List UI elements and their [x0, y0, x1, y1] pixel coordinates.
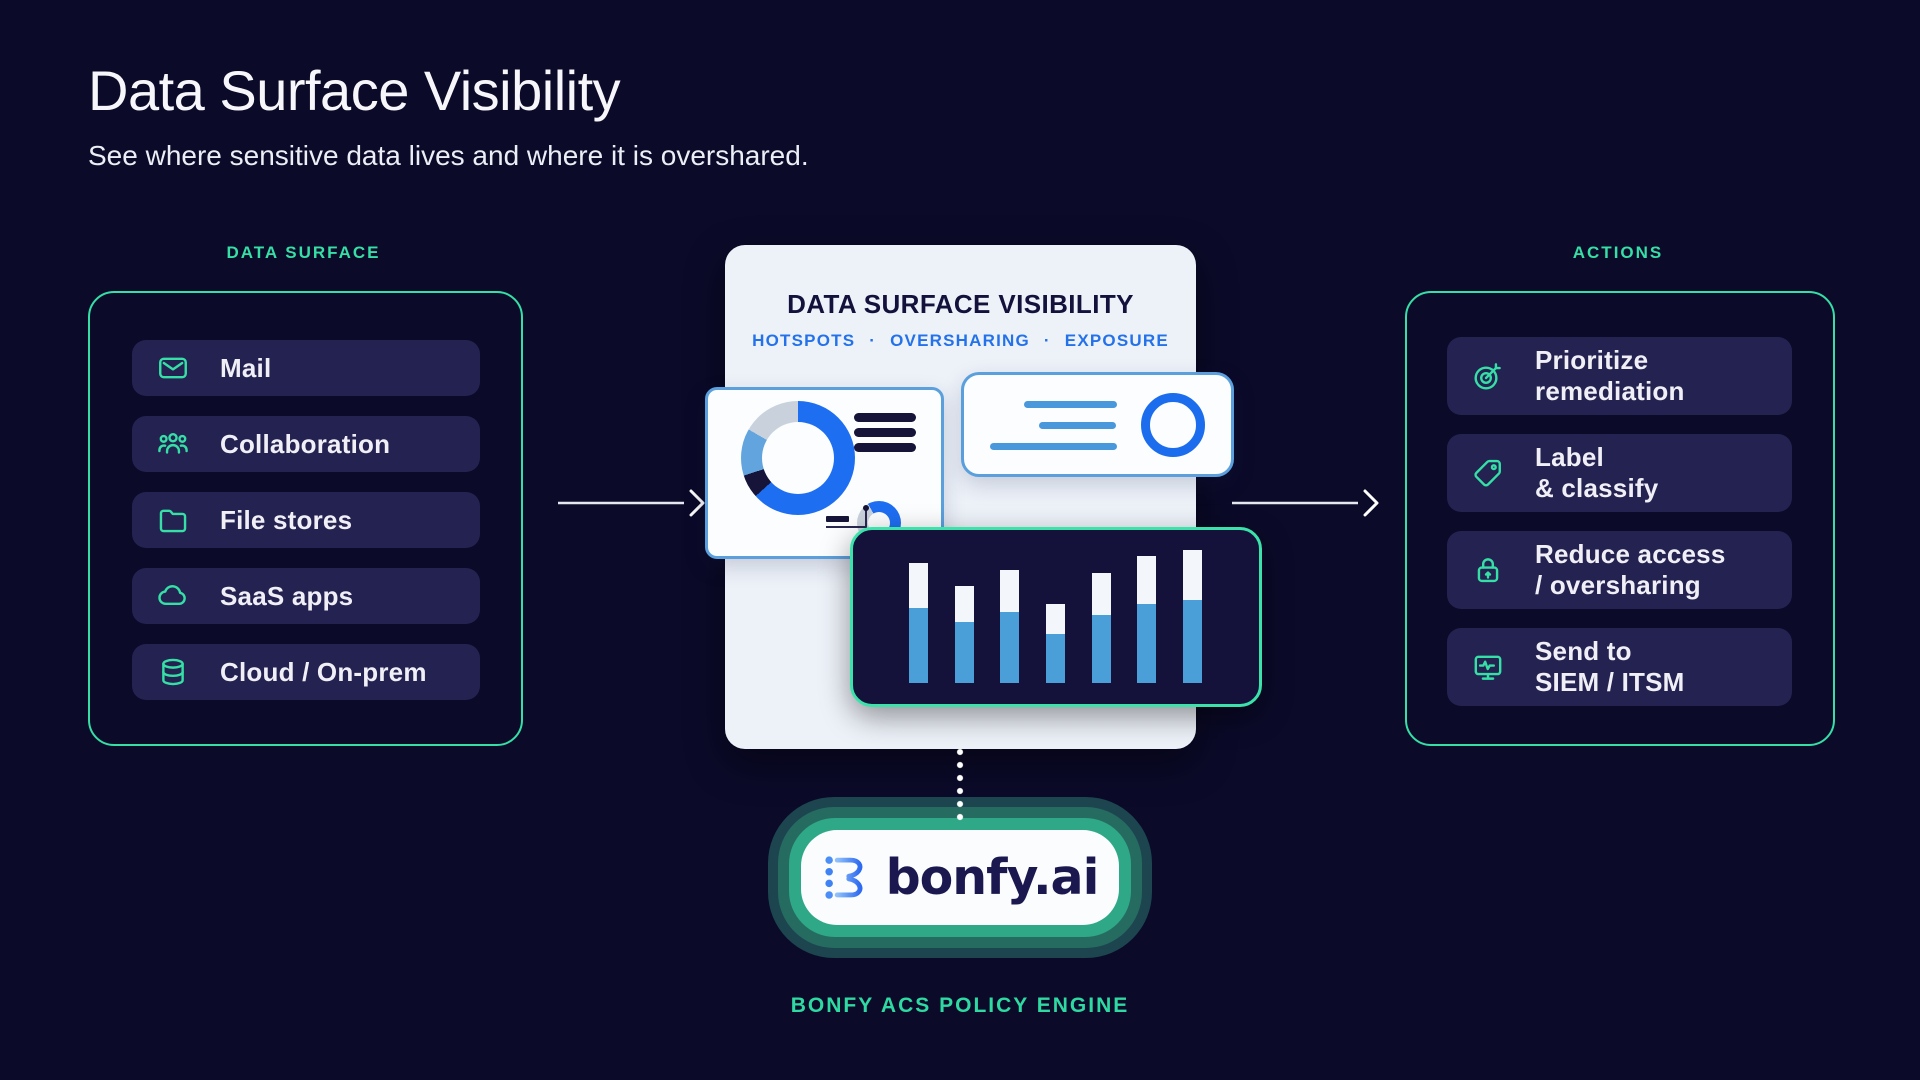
- dashboard-title: DATA SURFACE VISIBILITY: [787, 289, 1134, 319]
- badge-ring-mid: bonfy.ai: [778, 807, 1142, 948]
- actions-header: ACTIONS: [1572, 243, 1664, 262]
- data-surface-item-label: Cloud / On-prem: [220, 656, 427, 687]
- action-item-label: Reduce access / oversharing: [1535, 539, 1726, 600]
- legend-dot: [863, 505, 869, 511]
- target-icon: [1471, 359, 1505, 393]
- legend-line: [826, 526, 867, 528]
- dotted-connector: [955, 748, 965, 824]
- data-surface-item-saas-apps: SaaS apps: [132, 568, 480, 624]
- exposure-ring-icon: [1141, 393, 1205, 457]
- action-item-prioritize-remediation: Prioritize remediation: [1447, 337, 1792, 415]
- data-surface-item-label: Collaboration: [220, 428, 391, 459]
- exposure-bar-fill: [1045, 634, 1065, 683]
- tag-separator: ·: [1043, 331, 1051, 350]
- exposure-bar: [1182, 550, 1202, 683]
- action-item-send-to-siem-itsm: Send to SIEM / ITSM: [1447, 628, 1792, 706]
- tag-icon: [1471, 456, 1505, 490]
- exposure-bar-chart: [909, 548, 1202, 683]
- data-surface-item-collaboration: Collaboration: [132, 416, 480, 472]
- policy-engine-caption: BONFY ACS POLICY ENGINE: [790, 994, 1130, 1017]
- database-icon: [156, 655, 190, 689]
- legend-dash: [826, 516, 849, 522]
- action-item-label: Label & classify: [1535, 442, 1659, 503]
- page-title: Data Surface Visibility: [88, 59, 621, 122]
- mail-icon: [156, 351, 190, 385]
- data-surface-item-label: File stores: [220, 504, 353, 535]
- exposure-bar-fill: [1000, 612, 1020, 683]
- exposure-bar-fill: [1137, 604, 1157, 683]
- exposure-bar-fill: [909, 608, 928, 683]
- bonfy-logo-icon: [824, 855, 862, 899]
- exposure-bar: [1045, 604, 1065, 683]
- action-item-label-classify: Label & classify: [1447, 434, 1792, 512]
- oversharing-line: [990, 443, 1117, 450]
- page-subtitle: See where sensitive data lives and where…: [88, 140, 809, 171]
- exposure-bar-fill: [1091, 615, 1111, 683]
- donut-hole: [762, 422, 834, 494]
- folder-icon: [156, 503, 190, 537]
- data-surface-item-cloud-on-prem: Cloud / On-prem: [132, 644, 480, 700]
- flow-arrow-right: [1232, 489, 1379, 517]
- donut-chart-large: [741, 401, 855, 515]
- data-surface-item-label: SaaS apps: [220, 580, 354, 611]
- bonfy-logo-text: bonfy.ai: [885, 849, 1100, 906]
- exposure-bar-card: [850, 527, 1262, 707]
- lock-icon: [1471, 553, 1505, 587]
- exposure-bar-fill: [1182, 600, 1202, 683]
- dashboard-tag-exposure: EXPOSURE: [1064, 331, 1169, 350]
- text-line: [854, 428, 916, 437]
- badge-ring-inner: bonfy.ai: [789, 818, 1131, 937]
- monitor-icon: [1471, 650, 1505, 684]
- exposure-bar: [1137, 556, 1157, 683]
- dashboard-tag-hotspots: HOTSPOTS: [752, 331, 856, 350]
- text-lines: [854, 413, 916, 452]
- data-surface-item-file-stores: File stores: [132, 492, 480, 548]
- exposure-bar: [909, 563, 928, 683]
- cloud-icon: [156, 579, 190, 613]
- action-item-label: Send to SIEM / ITSM: [1535, 636, 1685, 697]
- exposure-bar-fill: [954, 622, 974, 683]
- tag-separator: ·: [869, 331, 877, 350]
- action-item-label: Prioritize remediation: [1535, 345, 1685, 406]
- oversharing-card: [961, 372, 1234, 477]
- text-line: [854, 413, 916, 422]
- data-surface-item-mail: Mail: [132, 340, 480, 396]
- dashboard-tag-oversharing: OVERSHARING: [890, 331, 1030, 350]
- data-surface-item-label: Mail: [220, 352, 272, 383]
- dashboard-tags: HOTSPOTS · OVERSHARING · EXPOSURE: [725, 331, 1196, 351]
- exposure-bar: [1091, 573, 1111, 683]
- oversharing-line: [1039, 422, 1116, 429]
- exposure-bar: [954, 586, 974, 683]
- people-icon: [156, 427, 190, 461]
- legend-tick: [865, 510, 867, 526]
- exposure-bar: [1000, 570, 1020, 683]
- oversharing-line: [1024, 401, 1117, 408]
- action-item-reduce-access-oversharing: Reduce access / oversharing: [1447, 531, 1792, 609]
- bonfy-logo-pill: bonfy.ai: [801, 830, 1119, 925]
- data-surface-header: DATA SURFACE: [226, 243, 381, 262]
- flow-arrow-left: [558, 489, 705, 517]
- text-line: [854, 443, 916, 452]
